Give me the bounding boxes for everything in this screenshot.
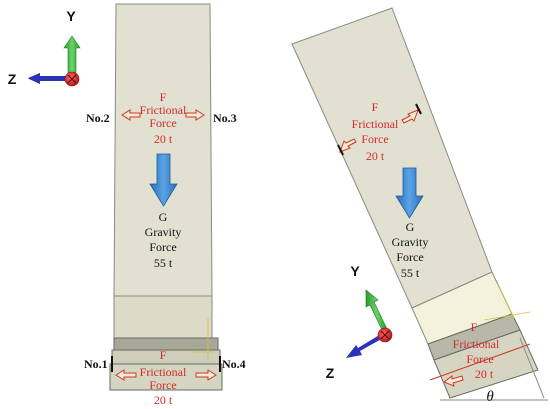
label-no1: No.1 (84, 357, 108, 371)
left-friction-bottom-symbol: F (160, 348, 167, 362)
right-axis-z-label: Z (326, 365, 335, 381)
support-marker-icon (111, 356, 221, 372)
support-marker-icon (337, 103, 422, 156)
friction-arrow-icon (339, 109, 419, 153)
left-friction-bottom-value: 20 t (154, 393, 173, 407)
right-friction-bottom-line1: Frictional (453, 337, 500, 351)
right-friction-top-line2: Force (361, 132, 388, 146)
friction-arrow-icon (121, 109, 205, 121)
right-column (291, 7, 548, 401)
right-friction-bottom-symbol: F (471, 320, 478, 334)
label-no2: No.2 (86, 111, 110, 125)
friction-arrow-icon (115, 369, 217, 381)
right-axis-y-label: Y (350, 263, 360, 279)
left-friction-top-line2: Force (149, 116, 176, 130)
left-axis-z-label: Z (8, 71, 17, 87)
left-friction-bottom-line2: Force (149, 378, 176, 392)
friction-arrow-icon (442, 375, 464, 387)
right-gravity-symbol: G (406, 220, 415, 234)
left-friction-top-symbol: F (160, 90, 167, 104)
left-gravity-symbol: G (159, 210, 168, 224)
gravity-arrow-icon (149, 153, 178, 207)
left-gravity-line1: Gravity (145, 225, 182, 239)
left-gravity-line2: Force (149, 240, 176, 254)
left-column (109, 3, 223, 391)
right-gravity-line1: Gravity (392, 235, 429, 249)
coordinate-axes-icon (28, 35, 81, 87)
right-gravity-value: 55 t (401, 266, 420, 280)
right-friction-top-symbol: F (372, 100, 379, 114)
right-friction-bottom-line2: Force (466, 352, 493, 366)
label-no3: No.3 (213, 111, 237, 125)
right-friction-top-value: 20 t (366, 149, 385, 163)
right-friction-top-line1: Frictional (352, 117, 399, 131)
left-friction-top-line1: Frictional (140, 103, 187, 117)
coordinate-axes-icon (346, 289, 393, 358)
label-no4: No.4 (222, 357, 246, 371)
right-friction-bottom-value: 20 t (475, 367, 494, 381)
left-friction-bottom-line1: Frictional (140, 365, 187, 379)
left-friction-top-value: 20 t (154, 132, 173, 146)
right-gravity-line2: Force (396, 250, 423, 264)
gravity-arrow-icon (395, 167, 424, 219)
angle-theta-label: θ (486, 389, 494, 405)
left-axis-y-label: Y (66, 8, 76, 24)
left-gravity-value: 55 t (154, 256, 173, 270)
